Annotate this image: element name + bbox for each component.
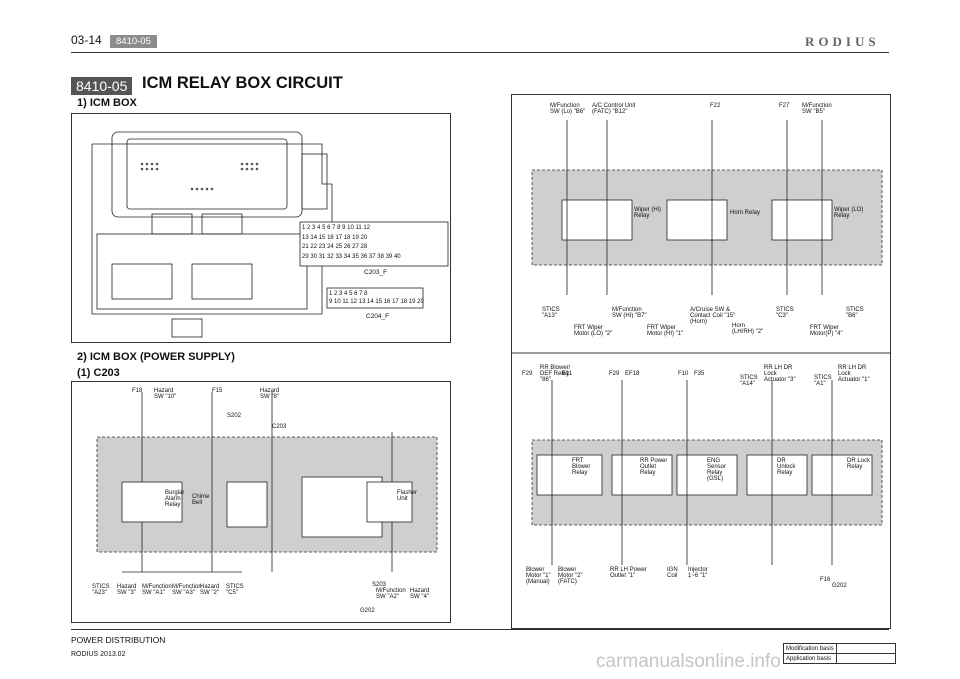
icm-box-panel: 1 2 3 4 5 6 7 8 9 10 11 12 13 14 15 16 1…: [71, 113, 451, 343]
label-e11: E11: [562, 371, 573, 377]
c203-tag: C203: [272, 424, 287, 430]
s202-tag: S202: [227, 413, 242, 419]
label-hazard-sw-3: Hazard SW "3": [117, 584, 137, 596]
c204-connector-face: 1 2 3 4 5 6 7 8 9 10 11 12 13 14 15 16 1…: [329, 290, 424, 306]
c203-connector-face: 1 2 3 4 5 6 7 8 9 10 11 12 13 14 15 16 1…: [302, 224, 401, 262]
wiper-hi-relay-label: Wiper (Hi) Relay: [634, 207, 661, 219]
dr-lock-relay-label: DR Lock Relay: [847, 458, 871, 470]
label-stics-a13: STICS "A13": [542, 307, 560, 319]
title-badge: 8410-05: [71, 77, 133, 95]
label-f22: F22: [710, 103, 721, 109]
page-title: ICM RELAY BOX CIRCUIT: [142, 74, 343, 92]
footer-model: RODIUS 2013.02: [71, 651, 126, 658]
c203-row-3: 21 22 23 24 25 26 27 28: [302, 244, 368, 250]
label-stics-a23: STICS "A23": [92, 584, 110, 596]
label-mfunction-sw-lo-b6: M/Function SW (Lo) "B6": [550, 103, 586, 115]
label-rr-lh-power-outlet: RR LH Power Outlet "1": [610, 567, 647, 579]
label-f15: F15: [212, 388, 223, 394]
section-heading-c203: (1) C203: [77, 367, 120, 379]
right-wiring-diagram: [512, 120, 890, 565]
horn-relay-label: Horn Relay: [730, 210, 761, 216]
label-mfunction-sw-a3: M/Function SW "A3": [172, 584, 202, 596]
brand-logo: RODIUS: [805, 34, 880, 49]
label-rr-lh-dr-lock-actuator-3: RR LH DR Lock Actuator "3": [764, 365, 796, 383]
label-g202: G202: [832, 583, 847, 589]
label-hazard-sw-8: Hazard SW "8": [260, 388, 280, 400]
label-hazard-sw-10: Hazard SW "10": [154, 388, 177, 400]
wiper-lo-relay-label: Wiper (LO) Relay: [834, 207, 864, 219]
label-blower-motor-manual: Blower Motor "1" (Manual): [526, 567, 551, 585]
burglar-alarm-relay-label: Burglar Alarm Relay: [165, 490, 185, 508]
label-mfunction-sw-a2: M/Function SW "A2": [376, 588, 406, 600]
label-f16: F16: [820, 577, 831, 583]
label-stics-a1: STICS "A1": [814, 375, 832, 387]
section-heading-power-supply: 2) ICM BOX (POWER SUPPLY): [77, 351, 235, 363]
label-stics-a14: STICS "A14": [740, 375, 758, 387]
footer-section: POWER DISTRIBUTION: [71, 635, 166, 645]
label-acruise-sw-horn: A/Cruise SW & Contact Coil "15" (Horn): [690, 307, 736, 325]
label-stics-c3: STICS "C3": [776, 307, 794, 319]
label-blower-motor-fatc: Blower Motor "2" (FATC): [558, 567, 583, 585]
label-frt-wiper-motor-p: FRT Wiper Motor(P) "4": [810, 325, 843, 337]
footer-divider: [71, 629, 889, 630]
label-mfunction-sw-hi: M/Function SW (HI) "B7": [612, 307, 647, 319]
right-diagram-panel: M/Function SW (Lo) "B6" A/C Control Unit…: [511, 94, 891, 629]
c203-row-4: 29 30 31 32 33 34 35 36 37 38 39 40: [302, 253, 401, 260]
header-divider: [71, 52, 889, 53]
s203-tag: S203: [372, 582, 387, 588]
label-f35: F35: [694, 371, 705, 377]
label-rr-blower-def-relay: RR Blower/ DEF Relay "86": [540, 365, 571, 383]
section-code-badge: 8410-05: [110, 35, 157, 48]
eng-sensor-relay-label: ENG Sensor Relay (GSL): [707, 458, 727, 482]
app-basis-cell: Application basis: [783, 653, 837, 664]
label-ac-control-unit: A/C Control Unit (FATC) "B12": [592, 103, 636, 115]
c203-row-1: 1 2 3 4 5 6 7 8 9 10 11 12: [302, 225, 371, 231]
label-rr-lh-dr-lock-actuator-1: RR LH DR Lock Actuator "1": [838, 365, 870, 383]
flasher-unit-label: Flasher Unit: [397, 490, 418, 502]
label-f29-b: F29: [609, 371, 620, 377]
rr-power-outlet-relay-label: RR Power Outlet Relay: [640, 458, 668, 476]
label-injector: Injector 1~6 "1": [688, 567, 708, 579]
label-frt-wiper-motor-hi: FRT Wiper Motor (HI) "1": [647, 325, 684, 337]
c203-row-2: 13 14 15 16 17 18 19 20: [302, 234, 368, 241]
chime-bell-label: Chime Bell: [192, 494, 210, 506]
label-f27: F27: [779, 103, 790, 109]
c204-row-2: 9 10 11 12 13 14 15 16 17 18 19 20: [329, 299, 424, 305]
label-stics-b6: STICS "B6": [846, 307, 864, 319]
label-mfunction-sw-a1: M/Function SW "A1": [142, 584, 172, 596]
frt-blower-relay-label: FRT Blower Relay: [572, 458, 591, 476]
modification-table: Modification basis Application basis: [783, 643, 896, 664]
c203-power-supply-panel: F18 Hazard SW "10" F15 Hazard SW "8" Bur…: [71, 381, 451, 623]
watermark: carmanualsonline.info: [596, 651, 781, 672]
page-number: 03-14: [71, 33, 102, 47]
label-stics-c5: STICS "C5": [226, 584, 244, 596]
label-horn-lh-rh: Horn (LH/RH) "2": [732, 323, 764, 335]
section-heading-icm-box: 1) ICM BOX: [77, 97, 137, 109]
c203-label: C203_F: [364, 269, 388, 276]
label-f10: F10: [678, 371, 689, 377]
g202-tag: G202: [360, 608, 375, 614]
dr-unlock-relay-label: DR Unlock Relay: [777, 458, 796, 476]
label-frt-wiper-motor-lo: FRT Wiper Motor (LO) "2": [574, 325, 613, 337]
icm-box-drawing: [91, 131, 449, 338]
c204-label: C204_F: [366, 313, 390, 320]
label-ef18: EF18: [625, 371, 640, 377]
label-hazard-sw-4: Hazard SW "4": [410, 588, 430, 600]
label-f18: F18: [132, 388, 143, 394]
c203-wiring-diagram: [96, 392, 438, 573]
label-f29-a: F29: [522, 371, 533, 377]
label-ign-coil: IGN Coil: [667, 567, 678, 579]
c204-row-1: 1 2 3 4 5 6 7 8: [329, 291, 368, 297]
label-mfunction-sw-b5: M/Function SW "B5": [802, 103, 832, 115]
label-hazard-sw-2: Hazard SW "2": [200, 584, 220, 596]
mod-basis-cell: Modification basis: [783, 643, 837, 654]
